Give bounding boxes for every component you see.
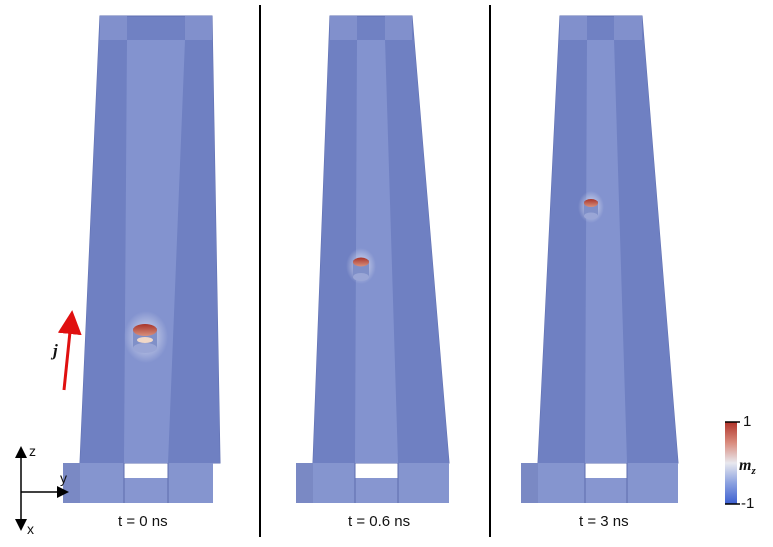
colorbar-variable: mz <box>739 457 756 478</box>
axis-label-y: y <box>60 470 67 486</box>
axis-label-z: z <box>29 443 36 459</box>
divider-2 <box>489 5 491 537</box>
coordinate-axes <box>15 446 69 531</box>
axis-label-x: x <box>27 521 34 537</box>
panel-label-3: t = 3 ns <box>579 513 629 530</box>
current-label: j <box>53 341 58 360</box>
track-panel-1 <box>63 15 221 503</box>
divider-1 <box>259 5 261 537</box>
panel-label-2: t = 0.6 ns <box>348 513 411 530</box>
colorbar-min-label: -1 <box>741 495 755 512</box>
track-panel-2 <box>296 15 450 503</box>
skyrmion-2 <box>353 257 369 267</box>
track-panel-3 <box>521 15 679 503</box>
colorbar-max-label: 1 <box>743 413 752 430</box>
skyrmion-1 <box>133 324 157 336</box>
current-arrow <box>57 310 82 391</box>
panel-label-1: t = 0 ns <box>118 513 168 530</box>
skyrmion-3 <box>584 199 598 207</box>
colorbar <box>725 422 737 504</box>
